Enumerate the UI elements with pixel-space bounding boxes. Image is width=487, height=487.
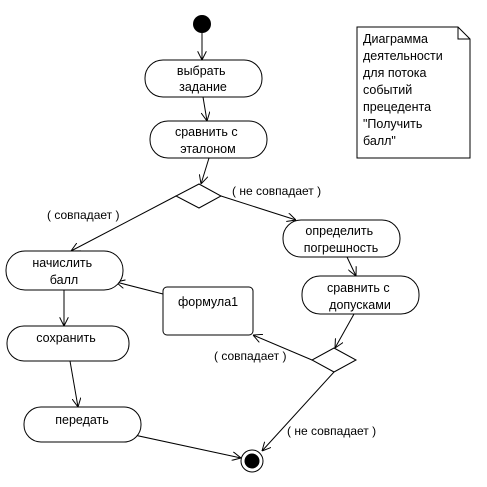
note-text: Диаграмма деятельности для потока событи… [363, 32, 446, 148]
decision-node-tolerances [310, 347, 358, 373]
final-node [240, 449, 264, 473]
guard-mismatch-bottom: ( не совпадает ) [287, 424, 376, 438]
activity-compare-tolerances: сравнить с допусками [301, 275, 420, 315]
flow-decision-to-award [71, 195, 177, 251]
guard-match-lower: ( совпадает ) [214, 349, 286, 363]
flow-compare-to-decision [201, 157, 210, 184]
activity-choose-task: выбрать задание [144, 59, 263, 98]
diagram-note: Диаграмма деятельности для потока событи… [356, 26, 471, 159]
svg-text:сохранить: сохранить [36, 331, 95, 345]
decision-node-reference [174, 183, 223, 209]
flow-choose-to-compare [203, 96, 207, 121]
activity-save: сохранить [6, 325, 130, 362]
activity-compare-reference: сравнить с эталоном [149, 120, 268, 159]
flow-transmit-to-end [124, 432, 241, 458]
guard-mismatch-top: ( не совпадает ) [232, 184, 321, 198]
svg-text:передать: передать [55, 413, 109, 427]
svg-text:сравнить с эталоном: сравнить с эталоном [175, 125, 241, 156]
activity-determine-error: определить погрешность [282, 219, 401, 258]
activity-award-score: начислить балл [5, 250, 124, 291]
flow-decision-to-determine [220, 195, 296, 220]
flow-tolerances-to-decision [335, 313, 355, 348]
initial-node [193, 15, 211, 33]
activity-transmit: передать [23, 406, 142, 443]
control-flows [64, 33, 356, 458]
guard-match-left: ( совпадает ) [47, 208, 119, 222]
flow-decision-to-end [262, 371, 335, 451]
object-formula: формула1 [162, 286, 254, 336]
svg-text:сравнить с допусками: сравнить с допусками [327, 281, 393, 312]
flow-save-to-transmit [69, 360, 78, 407]
svg-text:формула1: формула1 [178, 295, 238, 309]
svg-text:определить погрешность: определить погрешность [304, 224, 379, 255]
flow-decision-to-formula [253, 335, 313, 361]
flow-determine-to-tolerances [346, 256, 356, 276]
svg-text:начислить балл: начислить балл [32, 256, 95, 287]
flow-formula-to-award [116, 282, 164, 295]
svg-text:выбрать задание: выбрать задание [177, 64, 229, 94]
